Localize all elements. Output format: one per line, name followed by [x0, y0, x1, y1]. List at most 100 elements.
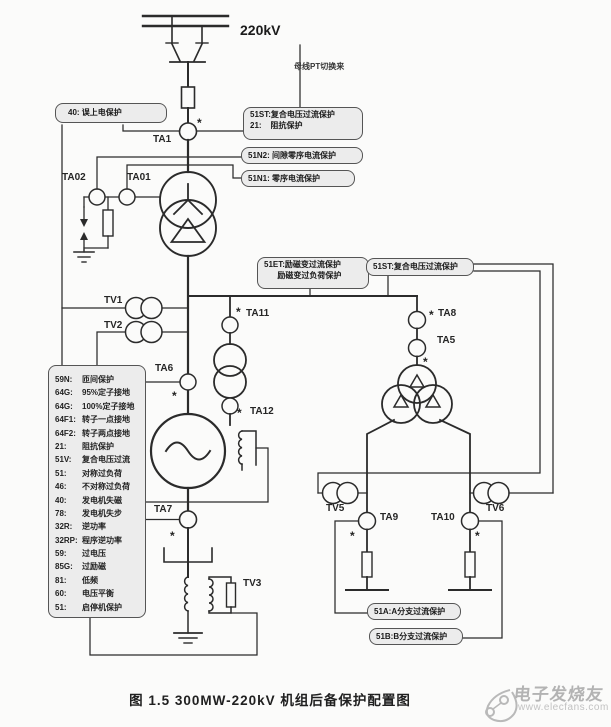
label-ta01: TA01 — [127, 172, 151, 183]
label-tv2: TV2 — [104, 320, 123, 331]
watermark: 电子发烧友 www.elecfans.com — [472, 676, 611, 727]
generator-protection-item: 64G: 100%定子接地 — [55, 400, 142, 413]
protection-name: 逆功率 — [82, 522, 106, 532]
label-ta9: TA9 — [380, 512, 399, 523]
box-zero-sequence-protection: 51N1: 零序电流保护 — [241, 170, 355, 187]
label-ta10: TA10 — [431, 512, 455, 523]
tv3-symbol — [89, 576, 258, 656]
box-accidental-energization-protection: 40: 误上电保护 — [55, 103, 167, 123]
branch-a-circuit — [334, 511, 389, 614]
gap-arrows — [80, 219, 88, 240]
box-text: 51A:A分支过流保护 — [374, 606, 446, 616]
protection-name: 过励磁 — [82, 562, 106, 572]
label-ta7: TA7 — [154, 504, 173, 515]
polarity-star-ta11: * — [236, 305, 241, 319]
label-tv1: TV1 — [104, 295, 123, 306]
tv5-symbol — [317, 481, 368, 505]
generator-protection-item: 32R:逆功率 — [55, 520, 142, 533]
ct-ta01-symbol — [118, 188, 136, 206]
protection-name: 发电机失磁 — [82, 495, 122, 505]
tv1-symbol — [61, 296, 189, 320]
protection-wires-top — [61, 44, 301, 366]
neutral-grounding-branch — [73, 196, 161, 263]
protection-name: 低频 — [82, 575, 98, 585]
tv6-symbol — [469, 481, 554, 505]
ct-ta5-symbol — [407, 338, 427, 358]
ct-ta02-symbol — [88, 188, 106, 206]
polarity-star-ta12: * — [237, 406, 242, 420]
box-text: 51N2: 间隙零序电流保护 — [248, 150, 337, 160]
label-ta6: TA6 — [155, 363, 174, 374]
protection-name: 转子两点接地 — [82, 428, 130, 438]
box-text-line1: 51ET:励磁变过流保护 — [264, 260, 341, 269]
protection-code: 60: — [55, 589, 67, 599]
box-branch-b-overcurrent-protection: 51B:B分支过流保护 — [369, 628, 463, 645]
ct-ta6-symbol — [179, 373, 197, 391]
branch-b-circuit — [448, 511, 503, 639]
protection-code: 40: — [55, 495, 67, 505]
generator-protection-item: 32RP:程序逆功率 — [55, 534, 142, 547]
protection-name: 100%定子接地 — [82, 401, 135, 411]
ct-ta11-symbol — [221, 316, 239, 334]
excitation-branch — [213, 295, 247, 426]
box-main-transformer-backup-protection: 51ST:复合电压过流保护 21: 阻抗保护 — [243, 107, 363, 140]
generator-protection-item: 81: 低频 — [55, 574, 142, 587]
box-text-line1: 51ST:复合电压过流保护 — [250, 110, 335, 119]
protection-code: 51V: — [55, 455, 72, 465]
protection-name: 95%定子接地 — [82, 388, 131, 398]
protection-code: 64G: — [55, 388, 73, 398]
protection-name: 转子一点接地 — [82, 415, 130, 425]
label-ta02: TA02 — [62, 172, 86, 183]
generator-protection-item: 59N:匝间保护 — [55, 373, 142, 386]
protection-code: 78: — [55, 508, 67, 518]
protection-name: 对称过负荷 — [82, 468, 122, 478]
protection-code: 81: — [55, 575, 67, 585]
polarity-star-ta1: * — [197, 116, 202, 130]
generator-protection-item: 60: 电压平衡 — [55, 587, 142, 600]
watermark-logo-icon — [485, 689, 518, 723]
ct-ta1-symbol — [178, 122, 198, 141]
protection-name: 程序逆功率 — [82, 535, 122, 545]
bus-pt-label: 母线PT切换来 — [294, 62, 345, 71]
protection-code: 51: — [55, 468, 67, 478]
generator-protection-item: 51V:复合电压过流 — [55, 453, 142, 466]
protection-name: 发电机失步 — [82, 508, 122, 518]
generator-symbol — [149, 412, 227, 490]
voltage-label: 220kV — [240, 22, 281, 38]
protection-code: 59: — [55, 549, 67, 559]
generator-protection-item: 40: 发电机失磁 — [55, 494, 142, 507]
polarity-star-ta7: * — [170, 529, 175, 543]
generator-protection-item: 46: 不对称过负荷 — [55, 480, 142, 493]
label-ta5: TA5 — [437, 335, 456, 346]
box-excitation-transformer-protection: 51ET:励磁变过流保护 励磁变过负荷保护 — [257, 257, 369, 289]
protection-code: 51: — [55, 602, 67, 612]
protection-name: 匝间保护 — [82, 375, 114, 384]
polarity-star-aux-tr: * — [423, 355, 428, 369]
tv2-symbol — [96, 320, 189, 366]
protection-code: 64G: — [55, 401, 73, 411]
protection-code: 21: — [55, 441, 67, 451]
ct-ta12-symbol — [221, 397, 239, 415]
label-tv5: TV5 — [326, 503, 345, 514]
generator-protection-item: 51: 对称过负荷 — [55, 467, 142, 480]
protection-name: 不对称过负荷 — [82, 482, 130, 492]
busbar-220kv — [141, 14, 230, 63]
ct-ta7-symbol — [178, 510, 198, 529]
polarity-star-ta8: * — [429, 308, 434, 322]
protection-name: 阻抗保护 — [82, 441, 114, 451]
label-ta8: TA8 — [438, 308, 457, 319]
label-ta1: TA1 — [153, 134, 172, 145]
box-text: 51ST:复合电压过流保护 — [373, 262, 458, 272]
polarity-star-ta9: * — [350, 529, 355, 543]
box-text: 51N1: 零序电流保护 — [248, 173, 321, 183]
watermark-url: www.elecfans.com — [518, 702, 609, 713]
protection-code: 46: — [55, 482, 67, 492]
generator-protection-item: 85G:过励磁 — [55, 560, 142, 573]
protection-name: 启停机保护 — [82, 602, 122, 612]
label-tv6: TV6 — [486, 503, 505, 514]
label-ta11: TA11 — [246, 308, 270, 319]
protection-name: 电压平衡 — [82, 589, 114, 599]
